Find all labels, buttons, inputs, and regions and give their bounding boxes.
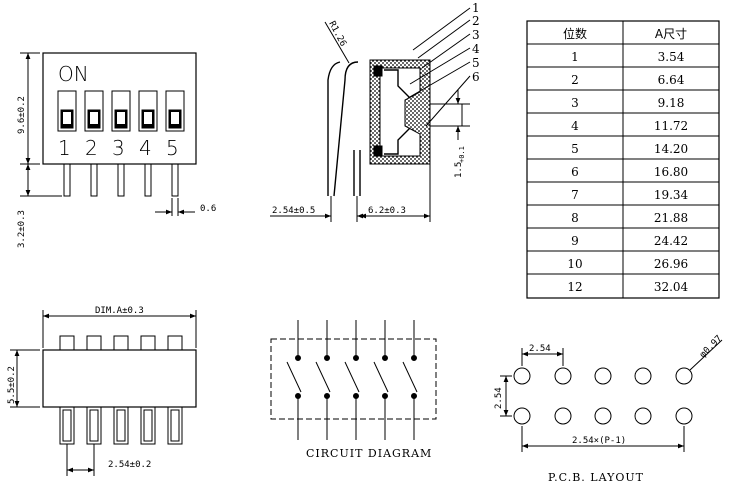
actuator-4 <box>138 90 158 132</box>
pcb-dim-total: 2.54×(P-1) <box>572 436 626 446</box>
bottom-view <box>10 310 197 476</box>
switch-number-1: 1 <box>58 136 71 160</box>
switch-number-2: 2 <box>85 136 98 160</box>
table-row-7-positions: 7 <box>571 188 579 202</box>
circuit-switch-5 <box>402 320 418 440</box>
part-number-2: 2 <box>472 14 480 28</box>
part-number-5: 5 <box>472 56 480 70</box>
dim-pin-length: 3.2±0.3 <box>17 210 27 248</box>
bottom-pins <box>59 406 183 445</box>
dim-pitch: 2.54±0.2 <box>108 460 151 470</box>
table-row-3-a-size: 9.18 <box>658 96 685 110</box>
radius-label: R1.26 <box>326 20 348 49</box>
table-row-5-positions: 5 <box>571 142 579 156</box>
part-number-1: 1 <box>472 1 480 15</box>
table-header-positions: 位数 <box>563 26 587 41</box>
dim-pin-width: 0.6 <box>200 204 216 214</box>
dimension-table <box>526 20 720 299</box>
front-view <box>20 52 197 216</box>
actuator-2 <box>84 90 104 132</box>
table-header-a-size: A尺寸 <box>655 27 687 41</box>
pcb-caption: P.C.B. LAYOUT <box>548 471 644 484</box>
pcb-dim-pitch-y: 2.54 <box>494 387 504 409</box>
table-cells: 位数 A尺寸 1 3.54 2 6.64 3 9.18 4 11.72 5 14… <box>563 26 689 294</box>
table-row-8-positions: 8 <box>571 211 579 225</box>
circuit-switch-3 <box>344 320 360 440</box>
table-row-10-positions: 10 <box>567 257 582 271</box>
switch-number-5: 5 <box>166 136 179 160</box>
table-row-1-a-size: 3.54 <box>658 50 685 64</box>
pcb-holes-bottom <box>513 407 693 425</box>
bottom-body <box>42 349 197 408</box>
table-row-6-positions: 6 <box>571 165 579 179</box>
actuator-3 <box>111 90 131 132</box>
pcb-holes-top <box>513 367 693 385</box>
switch-number-3: 3 <box>112 136 125 160</box>
table-row-2-a-size: 6.64 <box>658 73 685 87</box>
front-pins <box>63 163 179 197</box>
circuit-switch-2 <box>315 320 331 440</box>
dim-length: DIM.A±0.3 <box>95 306 144 316</box>
pcb-dim-pitch-x: 2.54 <box>529 344 551 354</box>
circuit-switch-4 <box>373 320 389 440</box>
table-row-11-a-size: 32.04 <box>654 280 689 294</box>
pcb-layout <box>500 339 723 452</box>
table-row-3-positions: 3 <box>571 96 579 110</box>
table-row-10-a-size: 26.96 <box>654 257 688 271</box>
circuit-caption: CIRCUIT DIAGRAM <box>306 447 432 460</box>
table-row-7-a-size: 19.34 <box>654 188 689 202</box>
table-row-1-positions: 1 <box>571 50 579 64</box>
dim-height: 9.6±0.2 <box>17 96 27 134</box>
part-number-3: 3 <box>472 28 480 42</box>
dim-pin-offset: 2.54±0.5 <box>272 206 315 216</box>
table-row-4-a-size: 11.72 <box>654 119 688 133</box>
part-number-6: 6 <box>472 70 480 84</box>
dim-actuator: 1.5 <box>454 162 464 178</box>
circuit-frame <box>270 338 437 420</box>
actuator-5 <box>165 90 185 132</box>
actuator-1 <box>57 90 77 132</box>
circuit-switch-1 <box>286 320 302 440</box>
table-row-5-a-size: 14.20 <box>654 142 688 156</box>
circuit-diagram <box>270 320 437 440</box>
pcb-dim-hole: φ0.97 <box>698 334 724 360</box>
part-number-4: 4 <box>472 42 480 56</box>
table-row-2-positions: 2 <box>571 73 579 87</box>
dim-width: 5.5±0.2 <box>7 366 17 404</box>
side-view <box>270 7 471 222</box>
table-row-11-positions: 12 <box>567 280 582 294</box>
table-row-9-positions: 9 <box>571 234 579 248</box>
table-row-4-positions: 4 <box>571 119 579 133</box>
switch-number-4: 4 <box>139 136 152 160</box>
dim-body-width: 6.2±0.3 <box>368 206 406 216</box>
on-label: ON <box>58 62 89 86</box>
table-row-9-a-size: 24.42 <box>654 234 688 248</box>
dim-actuator-tolerance: +0.1 <box>458 146 466 163</box>
side-actuator <box>430 103 463 127</box>
side-lead <box>333 61 359 197</box>
table-row-8-a-size: 21.88 <box>654 211 688 225</box>
table-row-6-a-size: 16.80 <box>654 165 688 179</box>
